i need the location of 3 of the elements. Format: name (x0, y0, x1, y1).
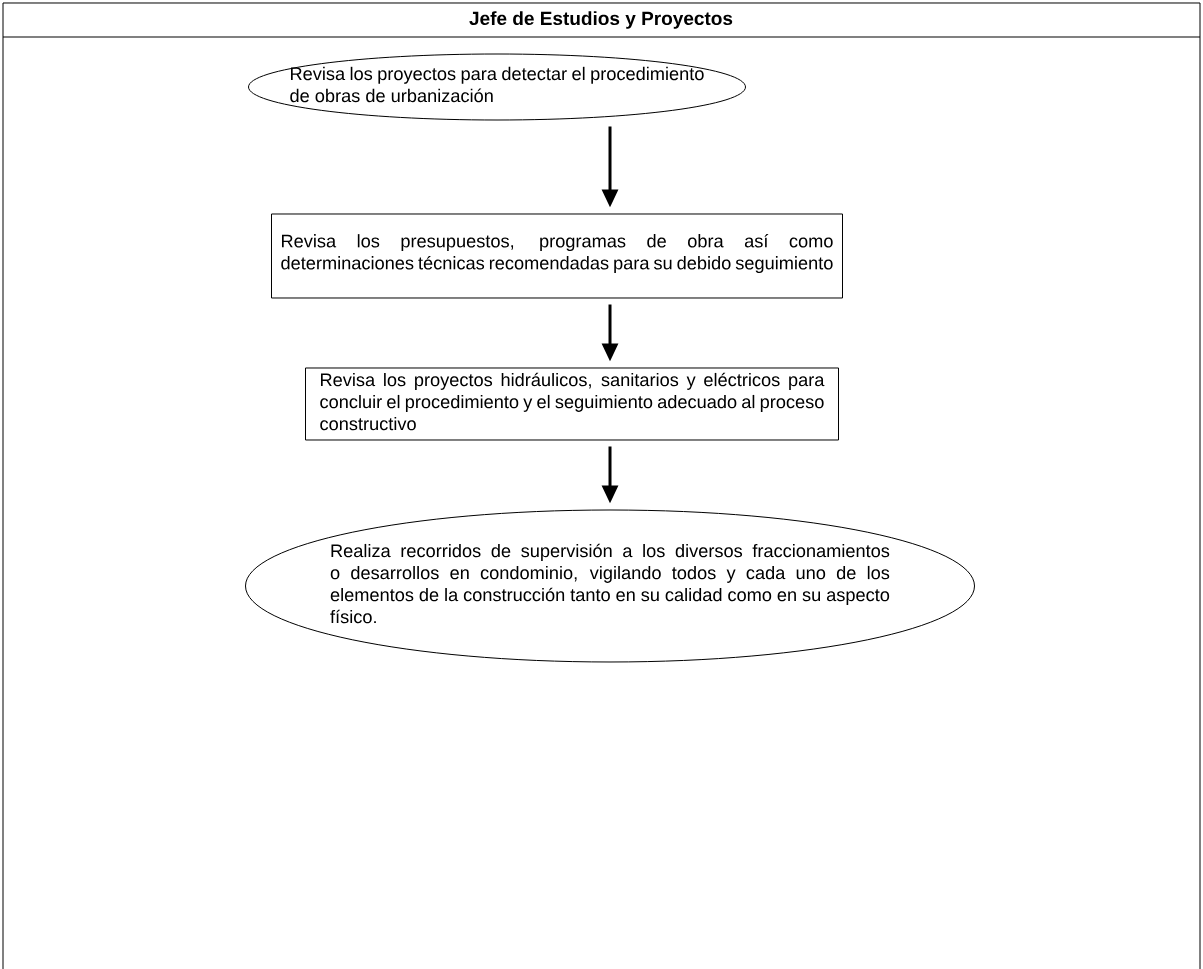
process-box: Revisa los proyectos hidráulicos, sanitarios y eléctricos para concluir el procedimiento y el seguimiento adecuado al proceso constructivo (305, 367, 839, 441)
process-box: Revisa los presupuestos, programas de obra así como determinaciones técnicas recomendadas para su debido seguimiento (271, 213, 843, 299)
lane-title: Jefe de Estudios y Proyectos (469, 11, 733, 29)
